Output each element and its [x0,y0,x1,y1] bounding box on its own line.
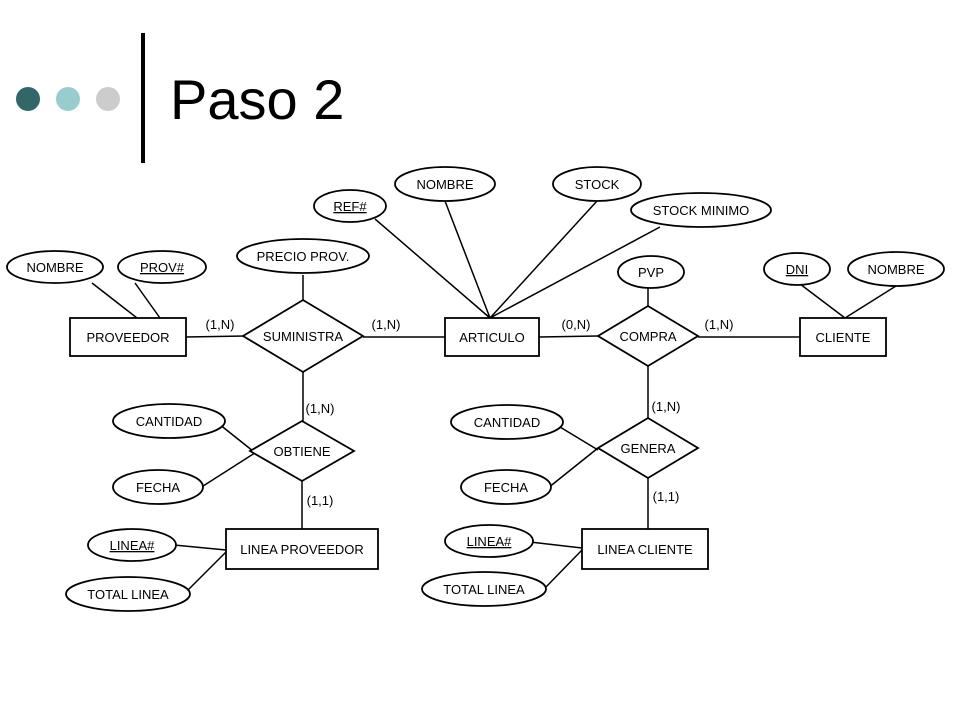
relationship-label: COMPRA [619,329,676,344]
entity-label: CLIENTE [816,330,871,345]
entity-linea-cliente: LINEA CLIENTE [581,528,709,570]
attribute-label: CANTIDAD [136,414,202,429]
attribute-ref: REF# [313,189,387,223]
entity-proveedor: PROVEEDOR [69,317,187,357]
connector-line [554,423,599,451]
attribute-label: TOTAL LINEA [443,582,525,597]
attribute-label: NOMBRE [26,260,83,275]
diagram-shapes: PROVEEDOR ARTICULO CLIENTE LINEA PROVEEDOR L… [6,166,945,612]
connector-line [185,335,246,338]
attribute-label: STOCK [575,177,620,192]
attribute-label: NOMBRE [416,177,473,192]
attribute-lp-cantidad: CANTIDAD [112,403,226,439]
attribute-lc-fecha: FECHA [460,469,552,505]
attribute-label: CANTIDAD [474,415,540,430]
entity-linea-proveedor: LINEA PROVEEDOR [225,528,379,570]
cardinality-lp-obtiene: (1,1) [307,493,334,508]
attribute-label: TOTAL LINEA [87,587,169,602]
cardinality-art-compra: (0,N) [562,317,591,332]
connector-line [134,282,161,319]
attribute-label: FECHA [136,480,180,495]
relationship-compra: COMPRA [596,304,700,368]
attribute-label: NOMBRE [867,262,924,277]
connector-line [489,226,661,319]
entity-label: LINEA CLIENTE [597,542,693,557]
title-rule [141,33,145,163]
connector-line [374,218,491,319]
attribute-lp-total: TOTAL LINEA [65,576,191,612]
attribute-prov-nombre: NOMBRE [6,250,104,284]
attribute-cli-nombre: NOMBRE [847,251,945,287]
attribute-art-nombre: NOMBRE [394,166,496,202]
entity-label: PROVEEDOR [86,330,169,345]
connector-line [529,541,583,549]
attribute-label: FECHA [484,480,528,495]
connector-line [444,200,491,319]
key-attribute-label: LINEA# [110,538,156,553]
cardinality-prov-sum: (1,N) [206,317,235,332]
relationship-genera: GENERA [596,416,700,480]
relationship-label: OBTIENE [273,444,330,459]
key-attribute-label: LINEA# [467,534,513,549]
cardinality-compra-genera: (1,N) [652,399,681,414]
attribute-lp-linea: LINEA# [87,528,177,562]
bullet-dot-dark [16,87,40,111]
bullet-dot-teal [56,87,80,111]
attribute-stock: STOCK [552,166,642,202]
attribute-lp-fecha: FECHA [112,469,204,505]
key-attribute-label: REF# [333,199,367,214]
entity-label: ARTICULO [459,330,525,345]
connector-lines [91,200,897,593]
relationship-label: GENERA [621,441,676,456]
attribute-precio-prov: PRECIO PROV. [236,238,370,274]
attribute-lc-linea: LINEA# [444,524,534,558]
connector-line [544,549,583,589]
connector-line [489,200,598,319]
key-attribute-label: DNI [786,262,808,277]
slide-title: Paso 2 [170,68,345,131]
attribute-stock-minimo: STOCK MINIMO [630,192,772,228]
attribute-pvp: PVP [617,255,685,289]
entity-cliente: CLIENTE [799,317,887,357]
attribute-dni: DNI [763,252,831,286]
relationship-label: SUMINISTRA [263,329,344,344]
connector-line [185,551,227,593]
connector-line [538,335,599,338]
cardinality-lc-genera: (1,1) [653,489,680,504]
attribute-lc-cantidad: CANTIDAD [450,404,564,440]
relationship-obtiene: OBTIENE [248,419,356,483]
key-attribute-label: PROV# [140,260,185,275]
attribute-label: PVP [638,265,664,280]
cardinality-art-sum: (1,N) [372,317,401,332]
cardinality-labels: (1,N) (1,N) (0,N) (1,N) (1,N) (1,1) (1,N) (1,1) [206,317,734,508]
connector-line [91,282,138,319]
attribute-label: PRECIO PROV. [257,249,350,264]
connector-line [199,450,259,489]
relationship-suministra: SUMINISTRA [241,298,365,374]
connector-line [547,447,599,489]
entity-articulo: ARTICULO [444,317,540,357]
connector-line [173,544,227,551]
cardinality-sum-obtiene: (1,N) [306,401,335,416]
attribute-prov-num: PROV# [117,250,207,284]
cardinality-cli-compra: (1,N) [705,317,734,332]
bullet-dot-grey [96,87,120,111]
entity-label: LINEA PROVEEDOR [240,542,364,557]
connector-line [799,283,846,319]
attribute-lc-total: TOTAL LINEA [421,571,547,607]
connector-line [844,285,897,319]
attribute-label: STOCK MINIMO [653,203,750,218]
